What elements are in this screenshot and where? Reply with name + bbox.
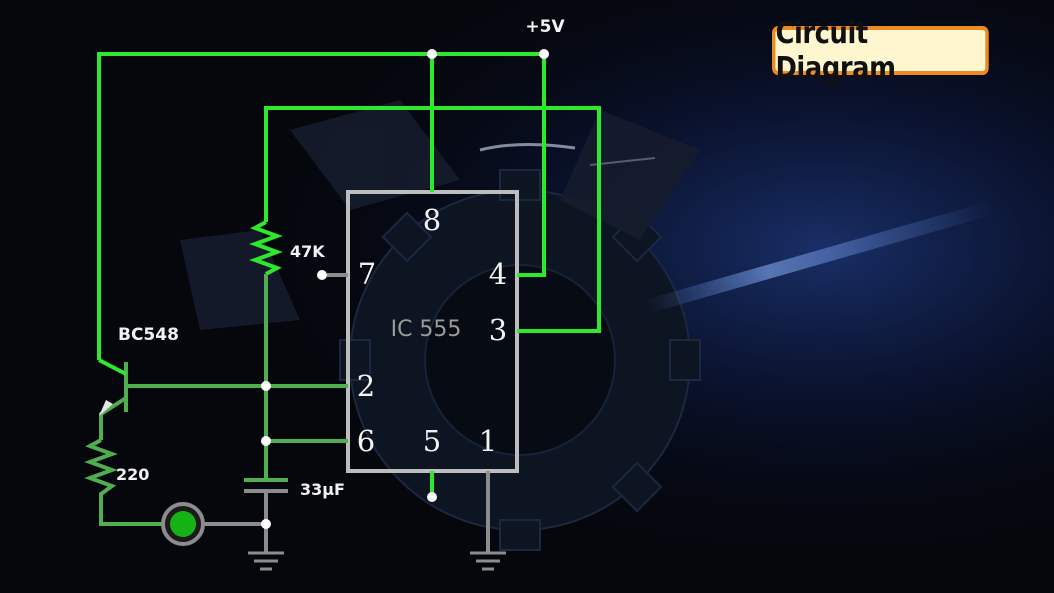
- resistor-220: [84, 438, 162, 526]
- pin-4-number: 4: [489, 257, 507, 291]
- pin-6-number: 6: [357, 424, 375, 458]
- led-indicator-icon: [170, 511, 196, 537]
- wire-supply-to-transistor: [97, 52, 544, 360]
- pin-5-number: 5: [423, 424, 441, 458]
- junction-dot: [539, 49, 549, 59]
- pin-7-number: 7: [358, 257, 376, 291]
- pin-3-number: 3: [489, 313, 507, 347]
- ic-label: IC 555: [391, 317, 462, 342]
- wire-pin-4: [517, 54, 546, 277]
- ground-icon: [470, 551, 506, 571]
- gear-icon: [339, 169, 701, 551]
- title-badge: Circuit Diagram: [772, 16, 989, 86]
- pin-7-terminal-dot: [317, 270, 327, 280]
- resistor-47k: [249, 220, 283, 276]
- transistor-collector: [98, 358, 127, 376]
- pin-8-number: 8: [423, 203, 441, 237]
- junction-dot: [427, 49, 437, 59]
- junction-dot: [261, 381, 271, 391]
- emitter-arrow-icon: [99, 400, 113, 416]
- junction-dot: [261, 436, 271, 446]
- resistor-220-label: 220: [116, 465, 149, 484]
- supply-label: +5V: [525, 17, 565, 37]
- ground-icon: [248, 551, 284, 571]
- pin-2-number: 2: [357, 369, 375, 403]
- pin-1-number: 1: [479, 424, 497, 458]
- junction-dot: [261, 519, 271, 529]
- pin-5-terminal-dot: [427, 492, 437, 502]
- wire-pin-3-feedback: [264, 106, 601, 333]
- page-title: Circuit Diagram: [775, 15, 896, 86]
- transistor-label: BC548: [118, 325, 179, 345]
- capacitor-label: 33µF: [300, 480, 345, 499]
- resistor-47k-label: 47K: [290, 242, 325, 261]
